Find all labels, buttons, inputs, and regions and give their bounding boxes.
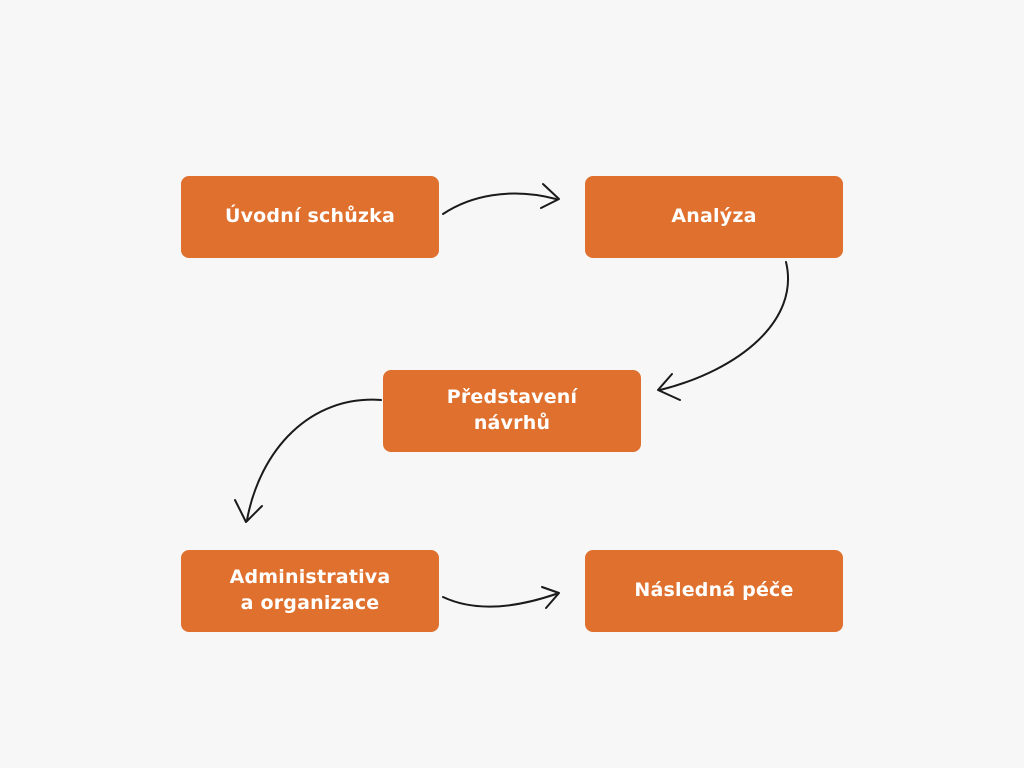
- step-label: Administrativa a organizace: [229, 566, 391, 614]
- step-box-nasledna-pece: Následná péče: [585, 550, 843, 632]
- step-box-predstaveni-navrhu: Představení návrhů: [383, 370, 641, 452]
- step-label: Představení návrhů: [446, 386, 578, 434]
- step-box-administrativa: Administrativa a organizace: [181, 550, 439, 632]
- arrow-4-to-5: [442, 593, 557, 608]
- step-label: Úvodní schůzka: [224, 205, 396, 228]
- arrowhead-2-to-3: [657, 373, 681, 401]
- step-label: Analýza: [671, 205, 757, 228]
- arrow-2-to-3: [659, 261, 789, 391]
- arrow-3-to-4: [246, 398, 382, 521]
- arrow-1-to-2: [442, 192, 557, 215]
- step-box-uvodni-schuzka: Úvodní schůzka: [181, 176, 439, 258]
- arrowhead-1-to-2: [540, 183, 560, 209]
- step-box-analyza: Analýza: [585, 176, 843, 258]
- step-label: Následná péče: [634, 579, 794, 602]
- arrowhead-3-to-4: [234, 499, 263, 523]
- arrowhead-4-to-5: [541, 586, 560, 609]
